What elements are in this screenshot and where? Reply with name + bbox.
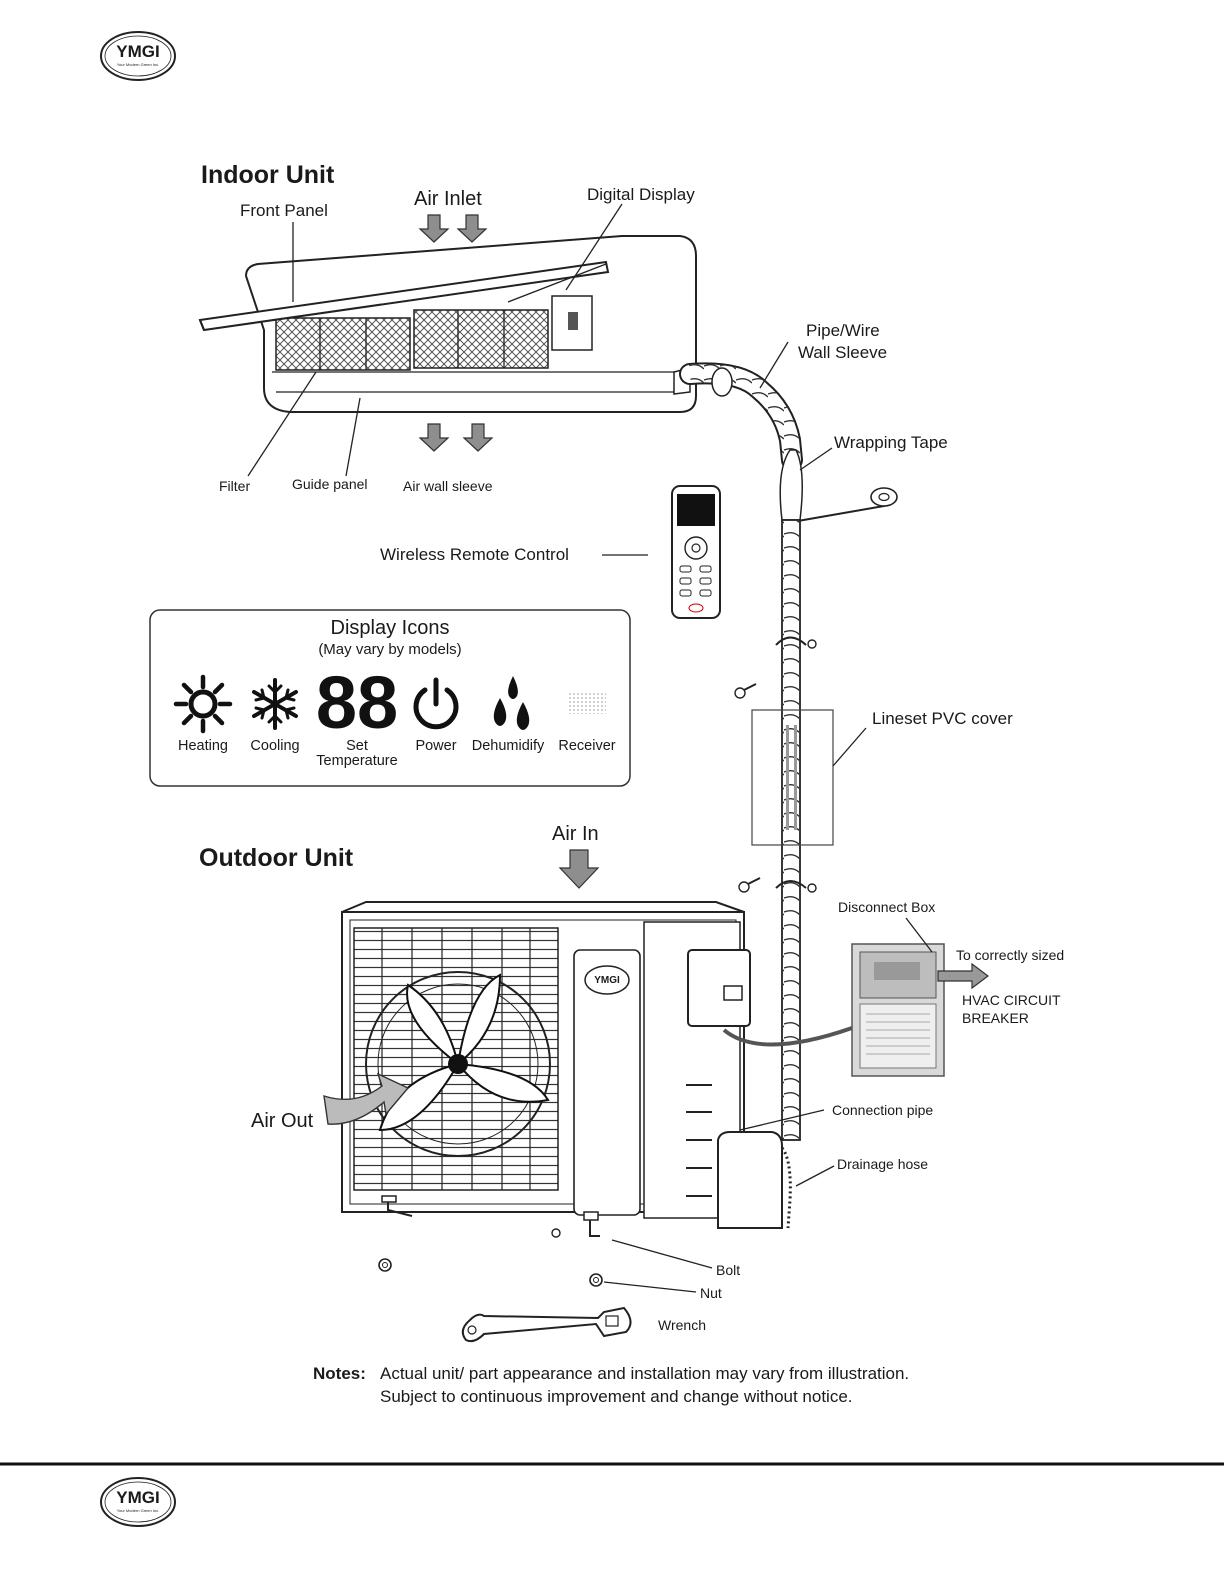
- wrench-icon: [461, 1306, 632, 1343]
- notes-label: Notes:: [313, 1364, 366, 1383]
- air-wall-sleeve-label: Air wall sleeve: [403, 478, 493, 494]
- filter-label: Filter: [219, 478, 250, 494]
- air-in-arrow-icon: [558, 849, 600, 889]
- indoor-unit-drawing: [198, 235, 697, 413]
- bolt-label: Bolt: [716, 1262, 740, 1278]
- notes-line2: Subject to continuous improvement and ch…: [380, 1387, 853, 1406]
- droplets-icon: [493, 676, 530, 730]
- top-logo-tagline: Your Modern Green Inc.: [117, 62, 160, 67]
- remote-control-label: Wireless Remote Control: [380, 545, 569, 564]
- drainage-hose-drawing: [780, 1147, 792, 1229]
- display-icons-title: Display Icons: [331, 617, 450, 639]
- display-icon-label: Power: [415, 738, 456, 754]
- receiver-icon: [568, 692, 606, 714]
- display-icon-label: Cooling: [250, 738, 299, 754]
- bottom-logo-text: YMGI: [116, 1488, 159, 1507]
- sun-icon: [173, 674, 233, 734]
- lineset-cover-box: [751, 709, 834, 846]
- air-out-arrow-icon: [323, 1072, 410, 1125]
- display-icon-label: Set: [346, 738, 368, 754]
- guide-panel-label: Guide panel: [292, 476, 368, 492]
- air-inlet-label: Air Inlet: [414, 188, 482, 210]
- hvac-label-line2: BREAKER: [962, 1010, 1029, 1026]
- front-panel-label: Front Panel: [240, 201, 328, 220]
- bottom-logo-tagline: Your Modern Green Inc.: [117, 1508, 160, 1513]
- digital-display-label: Digital Display: [587, 185, 695, 204]
- nut-icon: [589, 1273, 603, 1287]
- to-breaker-arrow-icon: [937, 962, 989, 990]
- screw-icon: [734, 683, 757, 699]
- top-logo-text: YMGI: [116, 42, 159, 61]
- display-icon-label: Receiver: [558, 738, 615, 754]
- snowflake-icon: [252, 678, 298, 730]
- power-icon: [413, 677, 459, 730]
- wrapping-tape-label: Wrapping Tape: [834, 433, 948, 452]
- hvac-label-line1: HVAC CIRCUIT: [962, 992, 1061, 1008]
- display-icons-subtitle: (May vary by models): [318, 641, 461, 658]
- nut-label: Nut: [700, 1285, 722, 1301]
- display-icon-label-line2: Temperature: [316, 753, 397, 769]
- drainage-hose-label: Drainage hose: [837, 1156, 928, 1172]
- air-inlet-arrows-icon: [418, 214, 488, 243]
- pipe-wall-sleeve-drawing: [673, 362, 898, 1141]
- unit-logo-text: YMGI: [594, 975, 620, 986]
- display-icon-label: Heating: [178, 738, 228, 754]
- nut-icon: [378, 1258, 392, 1272]
- lineset-cover-label: Lineset PVC cover: [872, 709, 1013, 728]
- display-icons-panel: Display Icons (May vary by models): [149, 609, 631, 787]
- wrench-label: Wrench: [658, 1317, 706, 1333]
- notes-line1: Actual unit/ part appearance and install…: [380, 1364, 909, 1383]
- to-correctly-sized-label: To correctly sized: [956, 947, 1064, 963]
- pipe-wire-label-line2: Wall Sleeve: [798, 343, 887, 362]
- air-out-label: Air Out: [251, 1110, 314, 1132]
- seven-segment-digits: 88: [316, 661, 398, 744]
- outdoor-unit-drawing: YMGI: [341, 901, 783, 1238]
- disconnect-box-drawing: [851, 943, 945, 1077]
- indoor-unit-heading: Indoor Unit: [201, 161, 335, 189]
- pipe-wire-label-line1: Pipe/Wire: [806, 321, 880, 340]
- remote-control-drawing: [671, 485, 721, 619]
- seven-segment-icon: 88: [316, 661, 398, 744]
- connection-pipe-label: Connection pipe: [832, 1102, 933, 1118]
- connection-cable-drawing: [722, 1026, 853, 1047]
- air-in-label: Air In: [552, 823, 599, 845]
- bottom-logo: YMGI Your Modern Green Inc.: [100, 1477, 176, 1527]
- screw-icon: [738, 877, 761, 893]
- disconnect-box-label: Disconnect Box: [838, 899, 935, 915]
- outdoor-unit-heading: Outdoor Unit: [199, 844, 354, 872]
- display-icon-label: Dehumidify: [472, 738, 545, 754]
- air-outlet-arrows-icon: [418, 423, 494, 452]
- top-logo: YMGI Your Modern Green Inc.: [100, 31, 176, 81]
